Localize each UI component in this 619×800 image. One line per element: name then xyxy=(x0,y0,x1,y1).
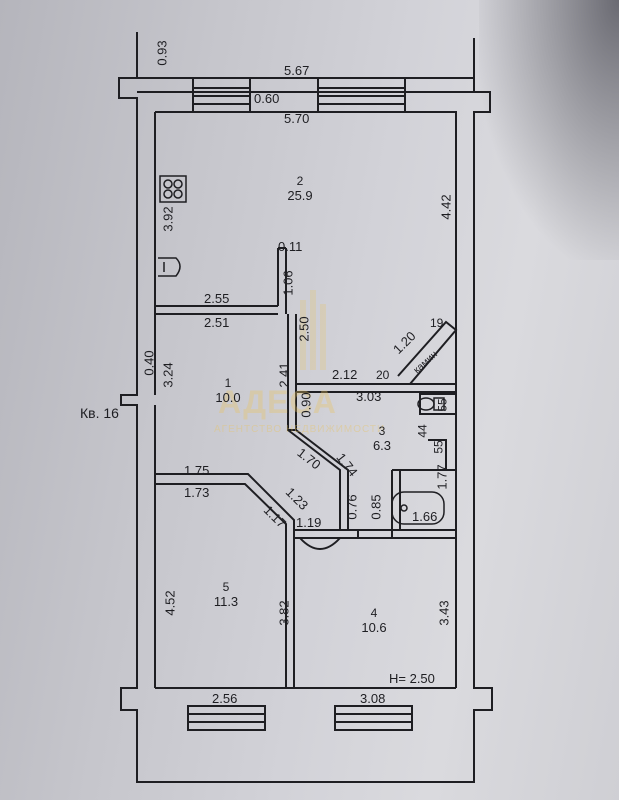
dim-room1-left: 3.24 xyxy=(160,362,176,388)
door-gap xyxy=(357,530,393,538)
room-4-area: 10.6 xyxy=(361,620,387,635)
room-5-area: 11.3 xyxy=(213,594,239,609)
dim-fireplace-19: 19 xyxy=(430,316,444,330)
room-4-number: 4 xyxy=(370,606,378,620)
dim-bath: 1.66 xyxy=(412,509,438,524)
dim-room4-right: 3.43 xyxy=(436,600,452,626)
dim-room5-left: 4.52 xyxy=(162,590,178,616)
window-bottom-right xyxy=(334,705,413,731)
outer-wall xyxy=(118,32,493,783)
watermark-title: АДЕСА xyxy=(218,384,337,420)
room-1-area: 10.0 xyxy=(215,390,241,405)
bathtub-icon xyxy=(391,491,445,525)
dim-balcony-depth: 0.60 xyxy=(254,91,280,106)
dim-room5-top-inner: 1.73 xyxy=(184,485,210,500)
dim-corridor: 1.19 xyxy=(296,515,322,530)
window-glazing-top xyxy=(193,87,405,105)
fireplace-outline xyxy=(397,320,458,385)
dim-small-55: 55 xyxy=(431,440,446,454)
dim-room2-left: 3.92 xyxy=(160,206,176,232)
dim-fireplace-20: 20 xyxy=(376,368,390,382)
balcony-edge xyxy=(137,77,474,93)
partition-kitchen xyxy=(296,383,456,393)
partition-room4-top xyxy=(294,529,456,539)
partition-room5 xyxy=(163,473,295,688)
dim-top-inner: 5.70 xyxy=(284,111,310,126)
partition-room5-end xyxy=(155,473,163,485)
room-1-number: 1 xyxy=(224,376,232,390)
dim-wall-0-40: 0.40 xyxy=(141,350,157,376)
dim-small-55-top: 55 xyxy=(435,398,450,412)
room-3-area: 6.3 xyxy=(372,438,392,453)
partition-short xyxy=(277,247,287,314)
toilet-icon xyxy=(417,397,445,411)
dim-room5-right: 3.82 xyxy=(276,600,292,626)
dim-kitchen-top-left: 2.12 xyxy=(332,367,358,382)
dim-door-0-76: 0.76 xyxy=(344,494,360,520)
dim-room1-right: 2.41 xyxy=(276,362,292,388)
dim-door-0-85: 0.85 xyxy=(368,494,384,520)
stove-icon xyxy=(159,175,187,203)
partition-hall-top xyxy=(155,305,278,315)
dim-bottom-right: 3.08 xyxy=(360,691,386,706)
dim-0-11: 0.11 xyxy=(278,239,303,254)
inner-wall-outline xyxy=(155,111,457,689)
dim-diag-0-90: 0.90 xyxy=(298,392,314,418)
room-3-number: 3 xyxy=(378,424,386,438)
dim-left-top-wall: 0.93 xyxy=(154,40,170,66)
room-5-number: 5 xyxy=(222,580,230,594)
dim-bottom-left: 2.56 xyxy=(212,691,238,706)
height-label: H= 2.50 xyxy=(389,671,435,686)
partition-diagonal xyxy=(287,429,349,530)
dim-room5-top-outer: 1.75 xyxy=(184,463,210,478)
partition-wc-lower xyxy=(428,439,447,470)
dim-right-1-77: 1.77 xyxy=(434,464,450,490)
door-arc-room4 xyxy=(299,537,341,550)
sink-icon xyxy=(158,257,181,277)
room-2-area: 25.9 xyxy=(287,188,313,203)
dim-hall-top-outer: 2.55 xyxy=(204,291,230,306)
dim-kitchen-top: 3.03 xyxy=(356,389,382,404)
dim-top-outer: 5.67 xyxy=(284,63,310,78)
photo-shadow xyxy=(479,0,619,260)
dim-partition-2-50: 2.50 xyxy=(296,316,312,342)
dim-small-44: 44 xyxy=(415,424,430,438)
room-2-number: 2 xyxy=(296,174,304,188)
partition-2-50 xyxy=(287,314,297,431)
dim-partition-1-06: 1.06 xyxy=(280,270,296,296)
window-bottom-left xyxy=(187,705,266,731)
apartment-label: Кв. 16 xyxy=(80,405,119,421)
watermark-logo xyxy=(300,290,326,370)
watermark-subtitle: АГЕНТСТВО НЕДВИЖИМОСТИ xyxy=(214,424,386,435)
dim-hall-top-inner: 2.51 xyxy=(204,315,230,330)
dim-room2-right: 4.42 xyxy=(438,194,454,220)
